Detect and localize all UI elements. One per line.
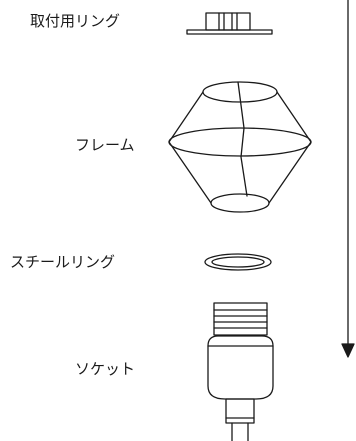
label-socket: ソケット <box>75 360 136 378</box>
label-mount-ring: 取付用リング <box>30 12 121 30</box>
label-frame: フレーム <box>75 136 135 154</box>
assembly-direction-arrow <box>341 0 355 358</box>
mount-ring-part <box>186 12 273 35</box>
steel-ring-part <box>204 253 272 271</box>
socket-part <box>207 302 274 441</box>
frame-part <box>168 81 312 213</box>
label-steel-ring: スチールリング <box>10 253 116 271</box>
